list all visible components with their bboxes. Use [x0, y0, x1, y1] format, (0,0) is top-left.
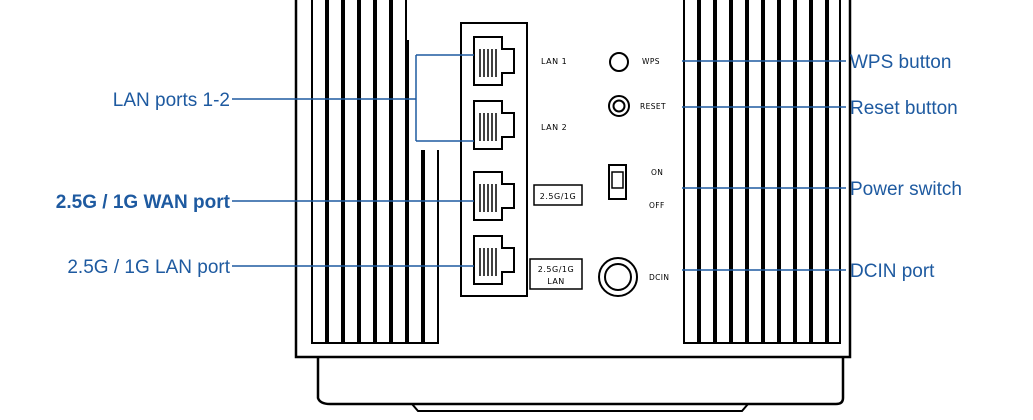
ethernet-port-lan-25g — [473, 235, 515, 285]
label-dcin: DCIN — [649, 273, 669, 282]
foot-outline — [330, 403, 749, 412]
callout-wps-button: WPS button — [850, 52, 951, 73]
label-reset: RESET — [640, 102, 666, 111]
ethernet-port-lan1 — [473, 36, 515, 86]
base-outline — [316, 357, 845, 406]
right-vent-fins — [683, 0, 841, 344]
label-lan2: LAN 2 — [541, 123, 567, 132]
reset-button-inner-icon — [612, 99, 626, 113]
leader-lines — [232, 54, 846, 271]
callout-dcin-port: DCIN port — [850, 261, 935, 282]
label-lan1: LAN 1 — [541, 57, 567, 66]
housing-outline — [294, 0, 852, 359]
label-on: ON — [651, 168, 663, 177]
callout-lan-port-25g: 2.5G / 1G LAN port — [67, 257, 230, 278]
label-wps: WPS — [642, 57, 660, 66]
lan-25g-badge — [529, 258, 583, 290]
ethernet-port-wan — [473, 171, 515, 221]
callout-power-switch: Power switch — [850, 179, 962, 200]
wps-button-icon — [609, 52, 629, 72]
power-switch-toggle-icon — [611, 171, 624, 189]
label-off: OFF — [649, 201, 665, 210]
lan-badge-line1: 2.5G/1G — [538, 265, 574, 274]
ethernet-port-lan2 — [473, 100, 515, 150]
wan-badge-label: 2.5G/1G — [540, 192, 576, 201]
dcin-port-inner-icon — [604, 263, 632, 291]
callout-wan-port: 2.5G / 1G WAN port — [56, 192, 231, 213]
wan-badge — [533, 184, 583, 206]
router-body — [294, 0, 852, 412]
lan-badge-line2: LAN — [547, 277, 565, 286]
callout-reset-button: Reset button — [850, 98, 958, 119]
callout-lan-ports: LAN ports 1-2 — [113, 90, 230, 111]
left-vent-fins — [311, 0, 439, 344]
